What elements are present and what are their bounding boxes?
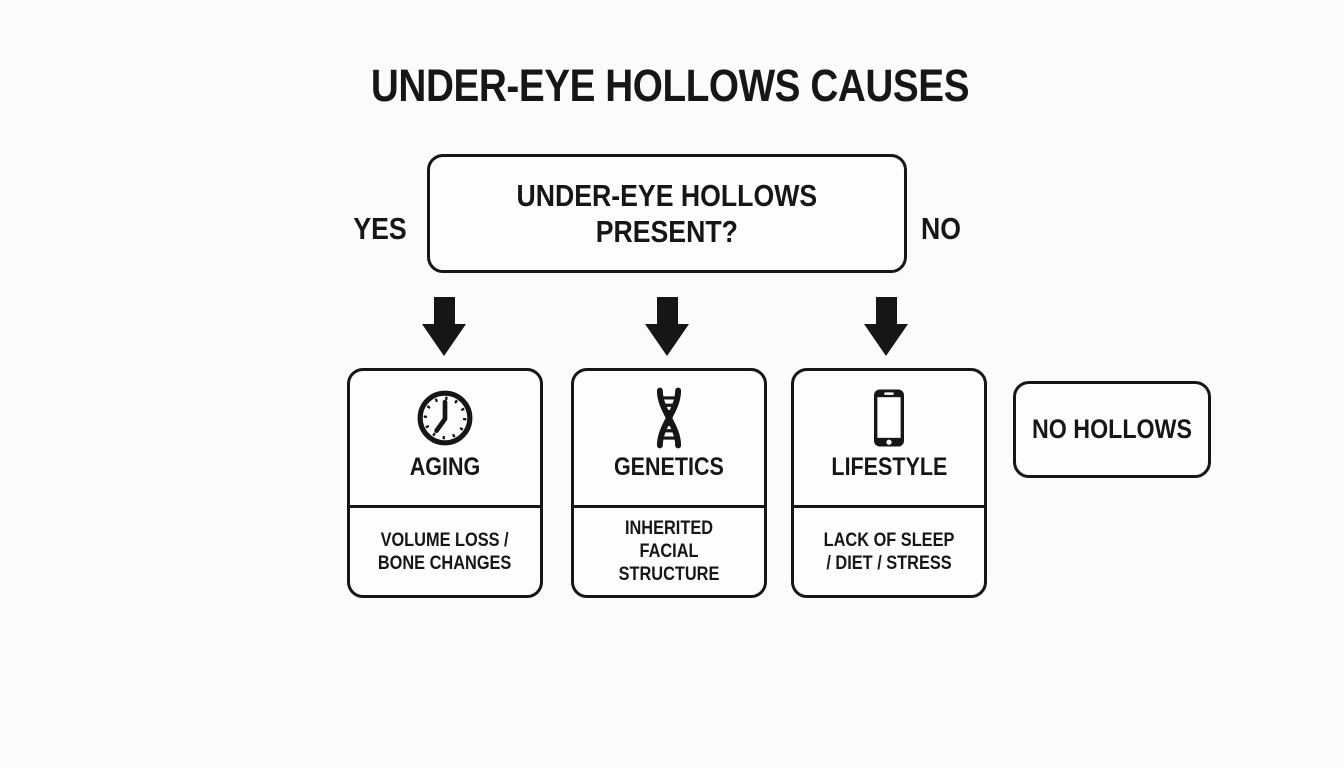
cause-top-section: LIFESTYLE <box>794 371 984 505</box>
decision-question: UNDER-EYE HOLLOWS PRESENT? <box>516 177 818 249</box>
cause-description: VOLUME LOSS / BONE CHANGES <box>378 529 512 574</box>
cause-box-aging: AGING VOLUME LOSS / BONE CHANGES <box>347 368 543 598</box>
clock-icon <box>415 388 475 448</box>
down-arrow-lifestyle <box>864 297 908 356</box>
cause-label: LIFESTYLE <box>831 453 947 481</box>
page-title: UNDER-EYE HOLLOWS CAUSES <box>370 60 970 111</box>
arrow-head <box>864 324 908 356</box>
arrow-stem <box>656 297 678 324</box>
dna-icon <box>646 387 692 449</box>
arrow-stem <box>433 297 455 324</box>
down-arrow-genetics <box>645 297 689 356</box>
cause-divider-section: LACK OF SLEEP / DIET / STRESS <box>794 505 984 595</box>
cause-description: LACK OF SLEEP / DIET / STRESS <box>823 529 955 574</box>
cause-top-section: AGING <box>350 371 540 505</box>
cause-divider-section: VOLUME LOSS / BONE CHANGES <box>350 505 540 595</box>
cause-box-genetics: GENETICS INHERITED FACIAL STRUCTURE <box>571 368 767 598</box>
smartphone-icon <box>872 388 906 448</box>
cause-divider-section: INHERITED FACIAL STRUCTURE <box>574 505 764 595</box>
cause-top-section: GENETICS <box>574 371 764 505</box>
outcome-label: NO HOLLOWS <box>1032 414 1192 444</box>
cause-description: INHERITED FACIAL STRUCTURE <box>618 518 720 585</box>
down-arrow-aging <box>422 297 466 356</box>
yes-branch-label: YES <box>353 211 407 246</box>
arrow-stem <box>875 297 897 324</box>
arrow-head <box>422 324 466 356</box>
cause-label: AGING <box>409 453 481 481</box>
arrow-head <box>645 324 689 356</box>
decision-box: UNDER-EYE HOLLOWS PRESENT? <box>427 154 907 273</box>
cause-label: GENETICS <box>614 453 724 481</box>
no-branch-label: NO <box>921 211 961 246</box>
cause-box-lifestyle: LIFESTYLE LACK OF SLEEP / DIET / STRESS <box>791 368 987 598</box>
outcome-box-no-hollows: NO HOLLOWS <box>1013 381 1211 478</box>
